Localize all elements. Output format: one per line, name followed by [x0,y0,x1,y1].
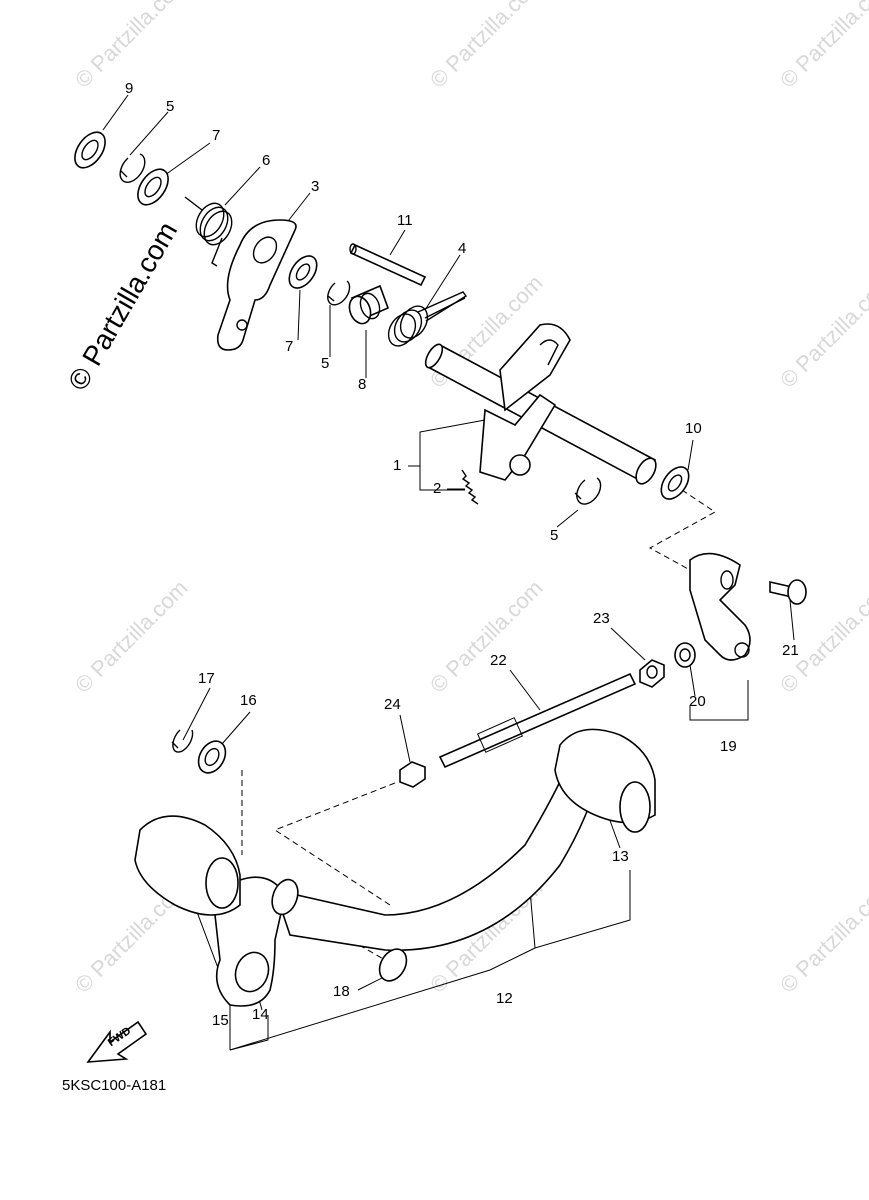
callout-16: 16 [240,692,257,709]
callout-14: 14 [252,1006,269,1023]
fwd-arrow-icon [86,1020,148,1063]
pin-11 [349,243,427,287]
lever-3 [216,219,297,351]
callout-22: 22 [490,652,507,669]
shift-rod-22 [438,672,637,769]
washer-9 [74,131,106,169]
shift-shaft-1 [424,323,657,485]
washer-16 [197,740,227,774]
spring-6 [184,196,233,267]
spring-4 [387,291,468,347]
callout-2: 2 [433,480,442,497]
nut-23 [639,659,665,688]
callout-5: 5 [166,98,175,115]
joint-20 [674,642,696,668]
callout-15: 15 [212,1012,229,1029]
callout-5: 5 [550,527,559,544]
circlip-5-mid [327,280,351,306]
diagram-code: 5KSC100-A181 [62,1077,167,1094]
callout-21: 21 [782,642,799,659]
callout-1: 1 [393,457,402,474]
callout-23: 23 [593,610,610,627]
nut-24 [399,761,426,788]
circlip-17 [171,729,194,753]
washer-18 [378,948,408,982]
circlip-5-top [119,153,146,183]
callout-3: 3 [311,178,320,195]
callout-5: 5 [321,355,330,372]
callout-11: 11 [397,212,413,229]
bolt-21 [769,579,807,605]
rubber-13 [554,728,656,833]
callout-9: 9 [125,80,134,97]
rubber-15 [134,815,241,916]
shift-arm-19 [689,552,751,661]
callout-6: 6 [262,152,271,169]
callout-18: 18 [333,983,350,1000]
callout-10: 10 [685,420,702,437]
callout-20: 20 [689,693,706,710]
spring-2 [461,469,479,505]
callout-17: 17 [198,670,215,687]
circlip-5-lower [574,477,602,505]
callout-19: 19 [720,738,737,755]
shift-pedal-12 [214,759,601,1007]
callout-4: 4 [458,240,467,257]
collar-8 [348,284,390,325]
washer-7-mid [288,255,318,289]
washer-7-top [137,168,169,206]
callout-12: 12 [496,990,513,1007]
callout-8: 8 [358,376,367,393]
washer-10 [660,466,690,500]
callout-24: 24 [384,696,401,713]
callout-13: 13 [612,848,629,865]
callout-7: 7 [212,127,221,144]
callout-7: 7 [285,338,294,355]
